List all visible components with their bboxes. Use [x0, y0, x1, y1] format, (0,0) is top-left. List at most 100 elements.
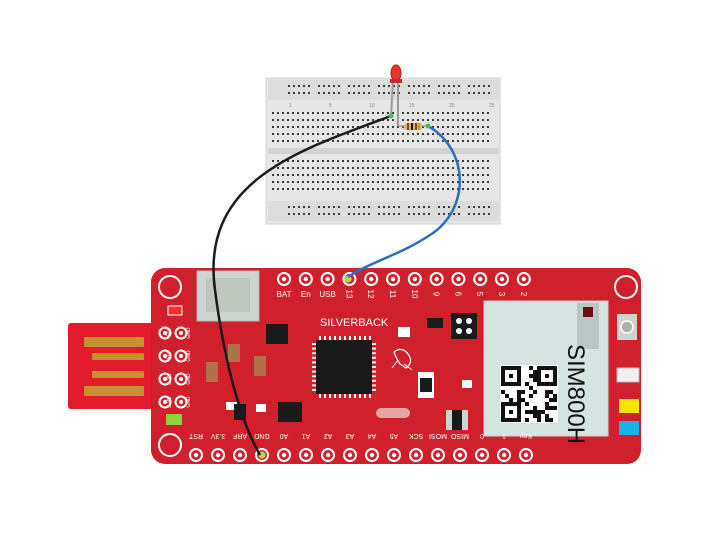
- breadboard-hole[interactable]: [452, 160, 454, 162]
- breadboard-hole[interactable]: [352, 140, 354, 142]
- breadboard-hole[interactable]: [307, 167, 309, 169]
- breadboard-hole[interactable]: [367, 112, 369, 114]
- breadboard-hole[interactable]: [312, 126, 314, 128]
- breadboard-hole[interactable]: [423, 206, 425, 208]
- breadboard-hole[interactable]: [372, 126, 374, 128]
- breadboard-hole[interactable]: [297, 167, 299, 169]
- breadboard-hole[interactable]: [348, 213, 350, 215]
- breadboard-hole[interactable]: [382, 188, 384, 190]
- breadboard-hole[interactable]: [432, 112, 434, 114]
- resistor[interactable]: [398, 123, 430, 130]
- breadboard-hole[interactable]: [332, 188, 334, 190]
- breadboard-hole[interactable]: [337, 133, 339, 135]
- breadboard-hole[interactable]: [337, 112, 339, 114]
- breadboard-hole[interactable]: [388, 206, 390, 208]
- breadboard-hole[interactable]: [457, 181, 459, 183]
- breadboard-hole[interactable]: [307, 133, 309, 135]
- breadboard-hole[interactable]: [337, 160, 339, 162]
- breadboard-hole[interactable]: [402, 126, 404, 128]
- breadboard-hole[interactable]: [443, 206, 445, 208]
- breadboard-hole[interactable]: [293, 213, 295, 215]
- breadboard-hole[interactable]: [442, 119, 444, 121]
- breadboard-hole[interactable]: [377, 160, 379, 162]
- breadboard-hole[interactable]: [487, 119, 489, 121]
- breadboard-hole[interactable]: [477, 181, 479, 183]
- breadboard-hole[interactable]: [397, 126, 399, 128]
- breadboard-hole[interactable]: [302, 119, 304, 121]
- breadboard-hole[interactable]: [462, 167, 464, 169]
- breadboard-hole[interactable]: [447, 126, 449, 128]
- breadboard-hole[interactable]: [483, 85, 485, 87]
- breadboard-hole[interactable]: [383, 85, 385, 87]
- breadboard-hole[interactable]: [482, 119, 484, 121]
- breadboard-hole[interactable]: [362, 167, 364, 169]
- breadboard-hole[interactable]: [402, 133, 404, 135]
- breadboard-hole[interactable]: [348, 85, 350, 87]
- breadboard-hole[interactable]: [282, 188, 284, 190]
- breadboard-hole[interactable]: [342, 126, 344, 128]
- breadboard-hole[interactable]: [437, 112, 439, 114]
- breadboard-hole[interactable]: [352, 126, 354, 128]
- breadboard-hole[interactable]: [482, 133, 484, 135]
- breadboard-hole[interactable]: [417, 167, 419, 169]
- breadboard-hole[interactable]: [477, 119, 479, 121]
- breadboard-hole[interactable]: [432, 140, 434, 142]
- breadboard-hole[interactable]: [312, 167, 314, 169]
- breadboard-hole[interactable]: [437, 119, 439, 121]
- breadboard-hole[interactable]: [383, 213, 385, 215]
- breadboard-hole[interactable]: [287, 181, 289, 183]
- breadboard-hole[interactable]: [277, 181, 279, 183]
- breadboard-hole[interactable]: [438, 92, 440, 94]
- breadboard-hole[interactable]: [347, 181, 349, 183]
- breadboard-hole[interactable]: [358, 206, 360, 208]
- breadboard-hole[interactable]: [453, 85, 455, 87]
- breadboard-hole[interactable]: [428, 213, 430, 215]
- breadboard-hole[interactable]: [303, 85, 305, 87]
- breadboard-hole[interactable]: [307, 160, 309, 162]
- breadboard-hole[interactable]: [378, 92, 380, 94]
- breadboard-hole[interactable]: [478, 92, 480, 94]
- breadboard-hole[interactable]: [338, 213, 340, 215]
- breadboard-hole[interactable]: [397, 181, 399, 183]
- breadboard-hole[interactable]: [422, 188, 424, 190]
- breadboard-hole[interactable]: [327, 112, 329, 114]
- breadboard-hole[interactable]: [272, 112, 274, 114]
- breadboard-hole[interactable]: [342, 119, 344, 121]
- breadboard-hole[interactable]: [337, 126, 339, 128]
- breadboard-hole[interactable]: [447, 167, 449, 169]
- breadboard-hole[interactable]: [462, 174, 464, 176]
- breadboard-hole[interactable]: [412, 160, 414, 162]
- breadboard-hole[interactable]: [462, 119, 464, 121]
- breadboard-hole[interactable]: [482, 174, 484, 176]
- breadboard-hole[interactable]: [347, 160, 349, 162]
- breadboard-hole[interactable]: [472, 188, 474, 190]
- breadboard-hole[interactable]: [392, 167, 394, 169]
- breadboard-hole[interactable]: [438, 85, 440, 87]
- breadboard-hole[interactable]: [488, 206, 490, 208]
- breadboard-hole[interactable]: [333, 85, 335, 87]
- breadboard-hole[interactable]: [377, 174, 379, 176]
- breadboard-hole[interactable]: [287, 126, 289, 128]
- breadboard-hole[interactable]: [432, 181, 434, 183]
- breadboard-hole[interactable]: [353, 206, 355, 208]
- breadboard-hole[interactable]: [477, 174, 479, 176]
- breadboard-hole[interactable]: [472, 140, 474, 142]
- breadboard-hole[interactable]: [457, 119, 459, 121]
- breadboard-hole[interactable]: [357, 119, 359, 121]
- breadboard-hole[interactable]: [357, 160, 359, 162]
- breadboard-hole[interactable]: [432, 167, 434, 169]
- breadboard-hole[interactable]: [323, 206, 325, 208]
- breadboard-hole[interactable]: [277, 140, 279, 142]
- breadboard-hole[interactable]: [317, 167, 319, 169]
- breadboard-hole[interactable]: [442, 167, 444, 169]
- breadboard-hole[interactable]: [382, 174, 384, 176]
- breadboard-hole[interactable]: [437, 140, 439, 142]
- breadboard-hole[interactable]: [277, 133, 279, 135]
- breadboard-hole[interactable]: [483, 213, 485, 215]
- breadboard-hole[interactable]: [317, 174, 319, 176]
- breadboard-hole[interactable]: [282, 174, 284, 176]
- breadboard-hole[interactable]: [467, 174, 469, 176]
- breadboard-hole[interactable]: [272, 188, 274, 190]
- breadboard-hole[interactable]: [282, 181, 284, 183]
- breadboard-hole[interactable]: [427, 140, 429, 142]
